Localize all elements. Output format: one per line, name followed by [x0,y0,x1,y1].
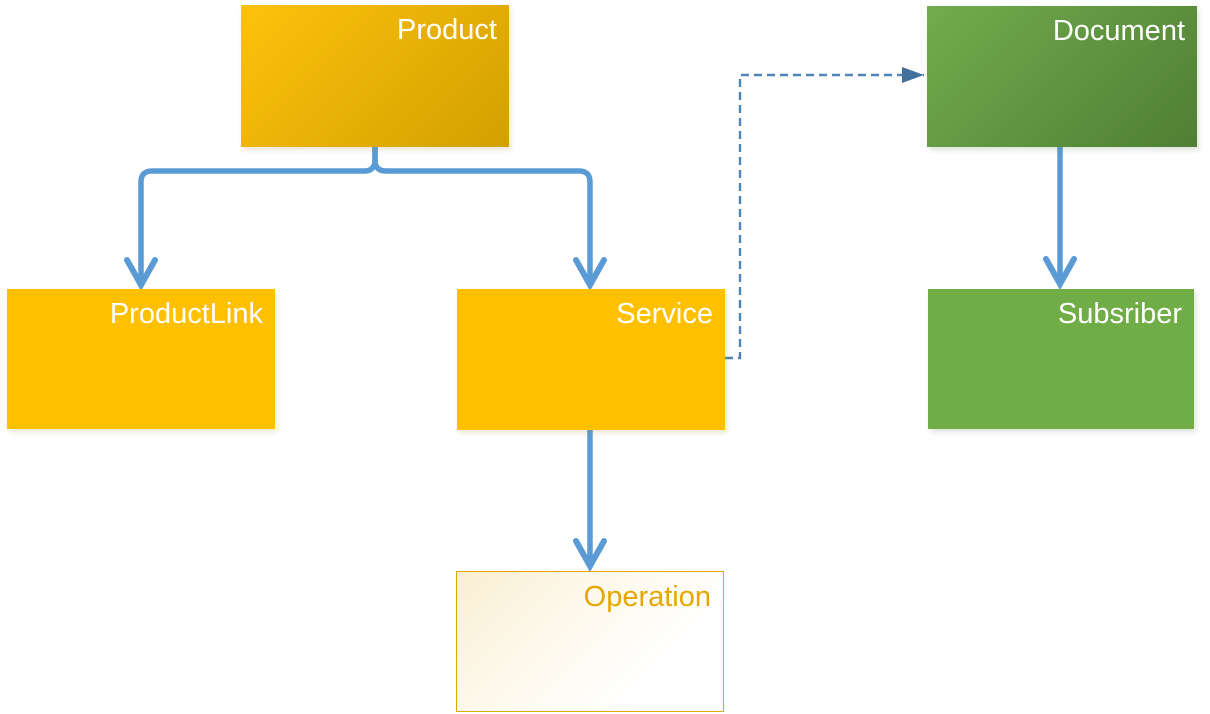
node-operation-label: Operation [583,581,711,613]
node-product-label: Product [397,14,497,46]
connector-service-document-dashed [725,67,924,360]
node-operation: Operation [456,571,724,712]
node-document-label: Document [1052,15,1185,47]
connector-product-service [372,144,607,292]
node-subsriber-label: Subsriber [1057,298,1182,330]
node-service-label: Service [616,298,713,330]
node-productlink: ProductLink [7,289,275,429]
connector-product-productlink [124,144,378,292]
node-productlink-label: ProductLink [109,298,263,330]
node-service: Service [457,289,725,430]
node-document: Document [927,6,1197,147]
node-subsriber: Subsriber [928,289,1194,429]
node-product: Product [241,5,509,147]
